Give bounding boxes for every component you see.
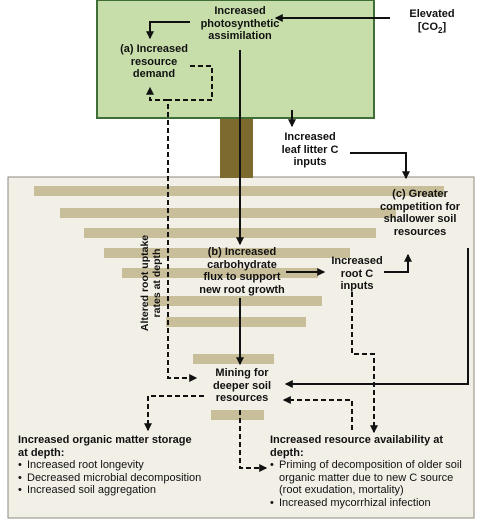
arrow-demand-to-mining: [167, 65, 213, 382]
root-band: [60, 208, 396, 218]
list-item: Increased mycorrhizal infection: [270, 497, 478, 510]
arrow-assimilation-to-demand: [146, 21, 190, 40]
om-storage-heading: Increased organic matter storage: [18, 434, 192, 446]
root-band: [147, 296, 322, 306]
root-c-inputs-label: Increased root C inputs: [331, 255, 383, 292]
om-storage-block: Increased organic matter storage at dept…: [18, 434, 248, 497]
list-item: Decreased microbial decomposition: [18, 472, 248, 485]
om-storage-heading-2: at depth:: [18, 446, 65, 459]
elevated-co2-label: Elevated [CO2]: [409, 8, 455, 35]
list-item: Increased root longevity: [18, 459, 248, 472]
arrow-mining-to-storage: [144, 395, 204, 432]
arrow-availability-to-mining: [282, 396, 353, 430]
competition-label: (c) Greater competition for shallower so…: [379, 188, 461, 238]
availability-heading: Increased resource availability at: [270, 434, 444, 446]
arrow-uptake-to-demand: [146, 86, 168, 101]
carbohydrate-flux-label: (b) Increased carbohydrate flux to suppo…: [199, 246, 285, 296]
availability-block: Increased resource availability at depth…: [270, 434, 478, 509]
arrow-competition-to-mining: [284, 248, 469, 388]
photosynthetic-assimilation-label: Increased photosynthetic assimilation: [200, 5, 280, 42]
altered-uptake-label: Altered root uptake rates at depth: [139, 234, 163, 332]
resource-demand-label: (a) Increased resource demand: [120, 43, 188, 80]
root-band: [122, 268, 318, 278]
root-band: [211, 410, 264, 420]
root-band: [166, 317, 306, 327]
om-storage-list: Increased root longevity Decreased micro…: [18, 459, 248, 497]
arrow-rootc-to-competition: [384, 253, 412, 273]
root-band: [193, 354, 274, 364]
trunk: [220, 117, 253, 178]
list-item: Increased soil aggregation: [18, 484, 248, 497]
list-item: Priming of decomposition of older soil o…: [270, 459, 478, 497]
availability-list: Priming of decomposition of older soil o…: [270, 459, 478, 509]
root-band: [84, 228, 376, 238]
availability-heading-2: depth:: [270, 446, 304, 459]
leaf-litter-label: Increased leaf litter C inputs: [281, 131, 339, 168]
root-band: [104, 248, 350, 258]
mining-label: Mining for deeper soil resources: [212, 367, 272, 404]
arrow-litter-to-competition: [350, 152, 410, 180]
arrow-rootc-to-availability: [351, 292, 378, 434]
solid-arrows: [146, 14, 469, 388]
canopy: [96, 0, 375, 119]
